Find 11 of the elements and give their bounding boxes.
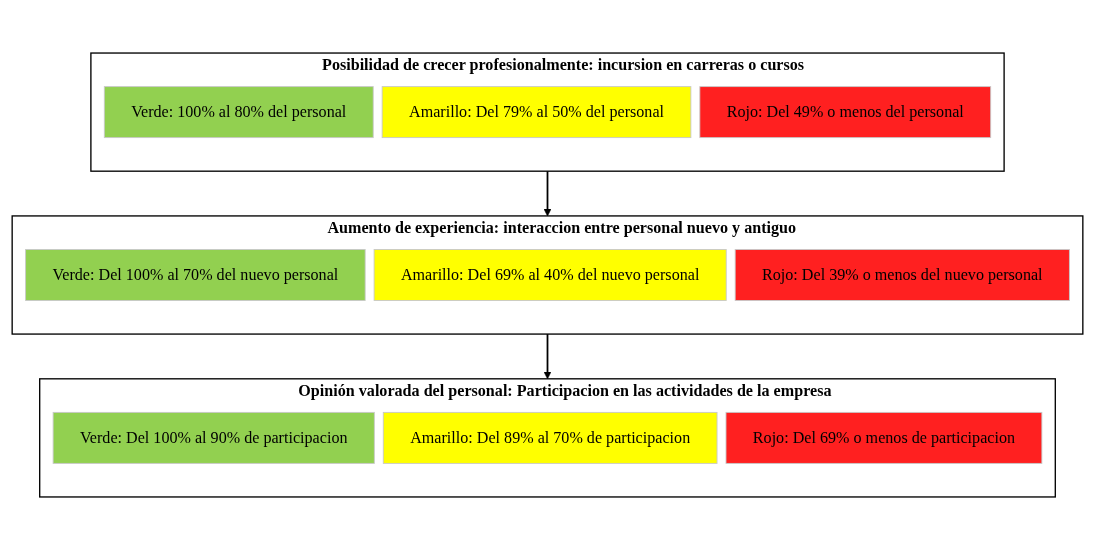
node-box: Verde: 100% al 80% del personal xyxy=(103,86,374,139)
node-box: Rojo: Del 49% o menos del personal xyxy=(699,86,992,139)
node-box: Rojo: Del 69% o menos de participacion xyxy=(725,411,1043,464)
node-box: Amarillo: Del 89% al 70% de participacion xyxy=(382,411,718,464)
node-box: Amarillo: Del 79% al 50% del personal xyxy=(381,86,692,139)
node-box: Amarillo: Del 69% al 40% del nuevo personal xyxy=(373,249,727,301)
arrow xyxy=(543,170,552,217)
node-box: Rojo: Del 39% o menos del nuevo personal xyxy=(734,249,1070,301)
node-box: Verde: Del 100% al 90% de participacion xyxy=(52,411,375,464)
arrow xyxy=(543,333,552,380)
node-box: Verde: Del 100% al 70% del nuevo personal xyxy=(25,249,366,301)
